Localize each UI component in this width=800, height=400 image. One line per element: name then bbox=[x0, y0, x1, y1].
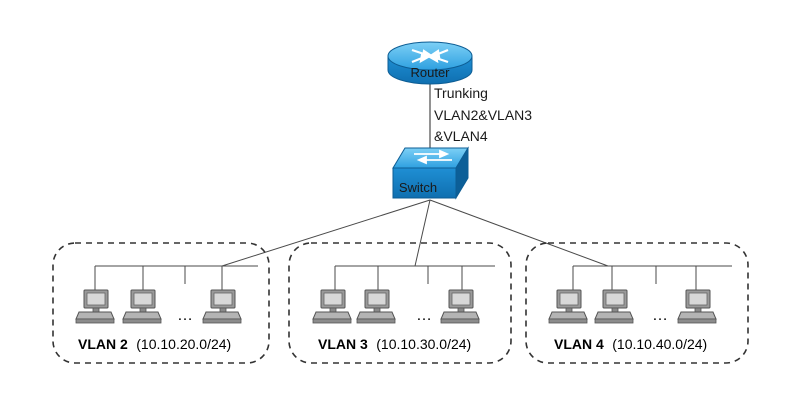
trunk-label: Trunking VLAN2&VLAN3 &VLAN4 bbox=[434, 85, 532, 144]
trunk-line-2: VLAN2&VLAN3 bbox=[434, 107, 532, 123]
vlan-boundary bbox=[52, 242, 270, 364]
uplink-vlan4 bbox=[429, 199, 609, 267]
vlan-name: VLAN 4 bbox=[554, 336, 604, 352]
vlan-name: VLAN 3 bbox=[318, 336, 368, 352]
vlan-name: VLAN 2 bbox=[78, 336, 128, 352]
router-icon: Router bbox=[387, 41, 473, 85]
pc-icon bbox=[202, 289, 242, 324]
switch-icon: Switch bbox=[392, 146, 469, 200]
vlan-group-3: … VLAN 3 (10.10.30.0/24) bbox=[288, 242, 512, 364]
vlan-group-4: … VLAN 4 (10.10.40.0/24) bbox=[525, 242, 749, 364]
router-label: Router bbox=[410, 65, 450, 80]
uplink-vlan3 bbox=[414, 199, 431, 267]
vlan-subnet: (10.10.40.0/24) bbox=[612, 336, 707, 352]
pc-icon bbox=[312, 289, 352, 324]
vlan-subnet: (10.10.30.0/24) bbox=[376, 336, 471, 352]
vlan-boundary bbox=[288, 242, 512, 364]
pc-icon bbox=[677, 289, 717, 324]
vlan-caption: VLAN 2 (10.10.20.0/24) bbox=[78, 336, 231, 353]
vlan-subnet: (10.10.20.0/24) bbox=[136, 336, 231, 352]
vlan-group-2: … VLAN 2 (10.10.20.0/24) bbox=[52, 242, 270, 364]
more-hosts-ellipsis: … bbox=[416, 307, 432, 324]
uplink-vlan2 bbox=[221, 199, 431, 267]
switch-label: Switch bbox=[399, 180, 437, 195]
pc-icon bbox=[594, 289, 634, 324]
pc-icon bbox=[122, 289, 162, 324]
trunk-line-1: Trunking bbox=[434, 85, 488, 101]
vlan-caption: VLAN 3 (10.10.30.0/24) bbox=[318, 336, 471, 353]
pc-icon bbox=[440, 289, 480, 324]
pc-icon bbox=[75, 289, 115, 324]
trunk-line-3: &VLAN4 bbox=[434, 128, 488, 144]
pc-icon bbox=[356, 289, 396, 324]
more-hosts-ellipsis: … bbox=[177, 307, 193, 324]
pc-icon bbox=[548, 289, 588, 324]
vlan-caption: VLAN 4 (10.10.40.0/24) bbox=[554, 336, 707, 353]
more-hosts-ellipsis: … bbox=[652, 307, 668, 324]
vlan-boundary bbox=[525, 242, 749, 364]
